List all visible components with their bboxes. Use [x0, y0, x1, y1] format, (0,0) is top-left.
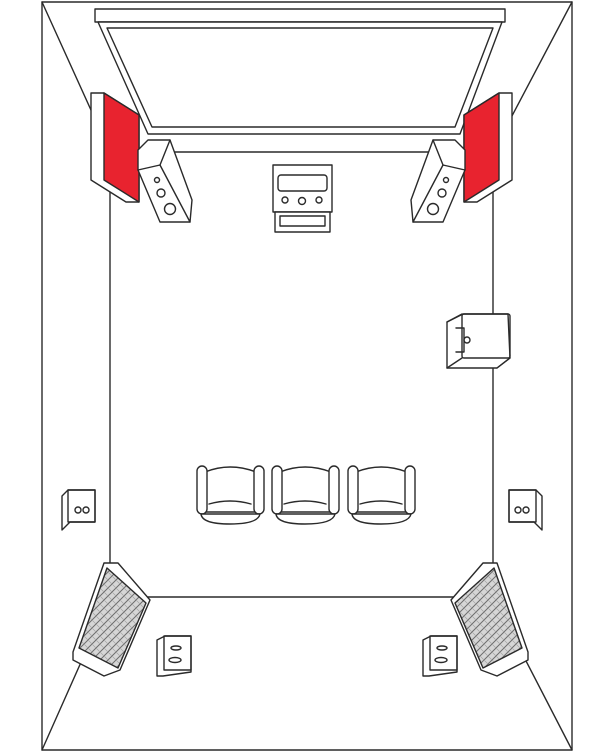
tweeter-icon — [442, 176, 450, 184]
seat-left — [196, 465, 265, 525]
knob-icon — [281, 196, 289, 204]
center-receiver — [272, 164, 333, 233]
side-surround-speaker-left — [61, 489, 96, 531]
sub-driver-icon — [463, 336, 471, 344]
driver-icon — [82, 506, 90, 514]
knob-icon — [297, 196, 307, 206]
driver-icon — [168, 656, 182, 664]
woofer-icon — [163, 202, 177, 216]
driver-icon — [514, 506, 522, 514]
driver-icon — [74, 506, 82, 514]
acoustic-panel-right — [463, 92, 513, 203]
acoustic-panel-left — [90, 92, 140, 203]
driver-icon — [436, 645, 448, 651]
woofer-icon — [156, 188, 166, 198]
rear-speaker-right — [422, 635, 458, 677]
side-surround-speaker-right — [508, 489, 543, 531]
room-floor — [109, 151, 494, 598]
front-right-speaker — [410, 139, 466, 223]
projection-screen — [94, 8, 506, 135]
subwoofer — [446, 313, 511, 369]
bass-trap-left — [72, 562, 151, 677]
driver-icon — [522, 506, 530, 514]
room-outline — [41, 1, 573, 751]
woofer-icon — [437, 188, 447, 198]
driver-icon — [170, 645, 182, 651]
bass-trap-right — [450, 562, 529, 677]
knob-icon — [315, 196, 323, 204]
seat-center — [271, 465, 340, 525]
front-left-speaker — [137, 139, 193, 223]
tweeter-icon — [153, 176, 161, 184]
rear-speaker-left — [156, 635, 192, 677]
driver-icon — [434, 656, 448, 664]
seat-right — [347, 465, 416, 525]
woofer-icon — [426, 202, 440, 216]
